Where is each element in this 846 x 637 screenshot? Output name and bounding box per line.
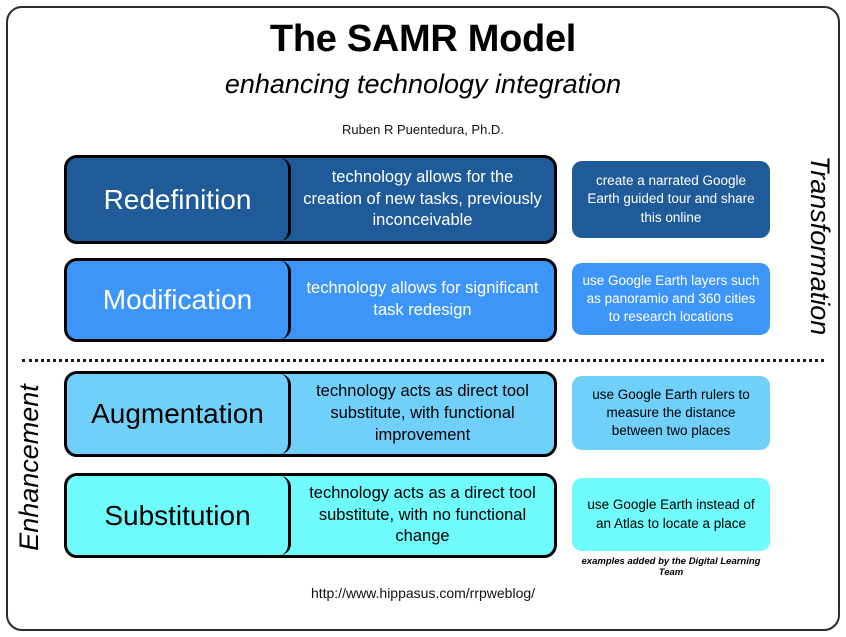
band-label-enhancement-text: Enhancement: [14, 383, 44, 551]
samr-level-description-substitution: technology acts as a direct tool substit…: [309, 483, 536, 546]
samr-level-label-modification: Modification: [67, 261, 291, 339]
band-label-transformation: Transformation: [802, 140, 836, 355]
table-row: Modification technology allows for signi…: [64, 258, 557, 342]
samr-level-description-modification: technology allows for significant task r…: [306, 279, 539, 319]
band-label-enhancement: Enhancement: [12, 362, 46, 577]
samr-level-description-redefinition: technology allows for the creation of ne…: [303, 167, 542, 230]
samr-level-label-substitution: Substitution: [67, 476, 291, 555]
poster-header: The SAMR Model enhancing technology inte…: [0, 0, 846, 137]
samr-example-augmentation: use Google Earth rulers to measure the d…: [572, 376, 770, 450]
samr-level-label-redefinition: Redefinition: [67, 158, 291, 241]
table-row: Redefinition technology allows for the c…: [64, 155, 557, 244]
table-row: Augmentation technology acts as direct t…: [64, 371, 557, 457]
examples-attribution: examples added by the Digital Learning T…: [581, 556, 761, 578]
samr-level-label-augmentation: Augmentation: [67, 374, 291, 454]
footer-url: http://www.hippasus.com/rrpweblog/: [310, 585, 536, 601]
samr-example-redefinition: create a narrated Google Earth guided to…: [572, 161, 770, 238]
page-title: The SAMR Model: [269, 18, 577, 60]
samr-level-description-augmentation: technology acts as direct tool substitut…: [316, 382, 529, 444]
band-label-transformation-text: Transformation: [805, 155, 835, 335]
author-credit: Ruben R Puentedura, Ph.D.: [342, 122, 504, 137]
band-divider: [22, 359, 824, 362]
table-row: Substitution technology acts as a direct…: [64, 473, 557, 558]
samr-example-modification: use Google Earth layers such as panorami…: [572, 263, 770, 335]
samr-example-substitution: use Google Earth instead of an Atlas to …: [572, 478, 770, 551]
page-subtitle: enhancing technology integration: [224, 69, 622, 99]
